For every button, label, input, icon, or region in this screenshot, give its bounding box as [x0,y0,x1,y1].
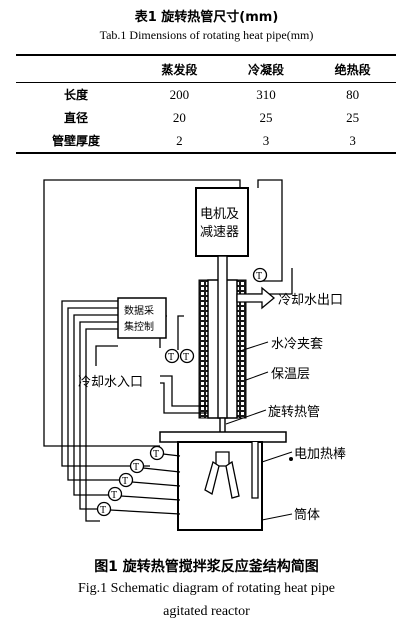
daq-label-line1: 数据采 [124,304,154,317]
heat-pipe-label: 旋转热管 [268,405,320,420]
thermocouple-wire [95,345,118,366]
table-cell: 310 [256,86,276,102]
probe-line [162,453,181,457]
column-header-evaporator: 蒸发段 [136,54,223,83]
table-cell: 3 [222,129,310,154]
control-wire [257,179,283,282]
vessel-label: 筒体 [294,507,320,523]
figure-caption-en-line2: agitated reactor [163,604,250,619]
table-header-row: 蒸发段 冷凝段 绝热段 [16,54,396,83]
water-jacket-label: 水冷夹套 [271,336,323,352]
thermocouple-label: T [100,505,106,516]
thermocouple-icon [149,445,165,461]
insulation-left [198,279,209,419]
thermocouple-wire [177,315,184,350]
thermocouple-label: T [111,490,117,501]
thermocouple-wire [85,328,118,522]
thermocouple-icon [164,348,180,364]
table-row: 直径 20 25 25 [16,106,396,129]
insulation-label: 保温层 [271,367,310,382]
table-cell: 20 [172,109,186,125]
control-wire [43,179,241,447]
thermocouple-wire [67,307,130,481]
table-cell: 200 [169,86,190,102]
heater-terminal [289,457,293,461]
figure-caption-en-line1: Fig.1 Schematic diagram of rotating heat… [78,581,335,596]
thermocouple-label: T [168,352,174,363]
motor-label-line1: 电机及 [200,207,239,222]
table-row: 管壁厚度 2 3 3 [16,129,396,154]
thermocouple-label: T [256,271,262,282]
cooling-inlet-pipe [160,375,208,414]
data-acquisition-box [117,297,167,339]
probe-line [142,467,181,473]
cooling-outlet-label: 冷却水出口 [278,293,343,308]
heater-label: 电加热棒 [294,447,346,462]
leader-line [261,451,293,463]
heater-rod [251,442,259,499]
row-label-length: 长度 [63,88,88,102]
cooling-outlet-arrow [236,286,276,310]
reactor-schematic: 电机及 减速器 T 数据采 集控制 T T 冷却水入口 冷却水出口 水冷夹套 保… [43,179,346,531]
leader-line [236,341,269,353]
thermocouple-wire [73,314,118,496]
leader-line [245,371,269,381]
column-header-condenser: 冷凝段 [222,54,310,83]
thermocouple-label: T [153,449,159,460]
table-cell: 3 [309,129,396,154]
column-header-adiabatic: 绝热段 [309,54,396,83]
figure-caption-cn: 图1 旋转热管搅拌浆反应釜结构简图 [94,559,319,575]
thermocouple-label: T [122,476,128,487]
cooling-inlet-label: 冷却水入口 [78,375,143,390]
thermocouple-wire [61,300,150,467]
leader-line [225,409,267,425]
table-caption-cn: 表1 旋转热管尺寸(mm) [134,10,279,25]
table-caption-en: Tab.1 Dimensions of rotating heat pipe(m… [99,28,314,42]
probe-line [131,481,181,487]
thermocouple-icon [118,472,134,488]
row-label-diameter: 直径 [63,111,88,125]
column-header-blank [16,54,136,83]
table-cell: 25 [346,109,360,125]
table-cell: 25 [259,109,273,125]
table-row: 长度 200 310 80 [16,83,396,107]
motor-gearbox [195,187,249,257]
thermocouple-icon [96,501,112,517]
thermocouple-icon [107,486,123,502]
thermocouple-wire [79,321,118,510]
table-cell: 80 [346,86,360,102]
leader-line [261,513,293,521]
impeller-blade-right [225,460,240,499]
probe-line [109,509,181,515]
thermocouple-icon [179,348,195,364]
thermocouple-label: T [133,462,139,473]
daq-label-line2: 集控制 [124,320,154,333]
table-cell: 2 [136,129,223,154]
probe-line [120,495,181,501]
impeller-hub [215,451,230,467]
thermocouple-label: T [183,352,189,363]
heat-pipe-upper [217,255,228,419]
row-label-wall-thickness: 管壁厚度 [16,129,136,154]
dimensions-table: 蒸发段 冷凝段 绝热段 长度 200 310 80 直径 20 25 25 管壁… [16,54,396,154]
reactor-lid [159,431,287,443]
impeller-blade-left [204,460,220,495]
thermocouple-icon [129,458,145,474]
motor-label-line2: 减速器 [200,225,239,240]
thermocouple-icon [252,267,268,283]
